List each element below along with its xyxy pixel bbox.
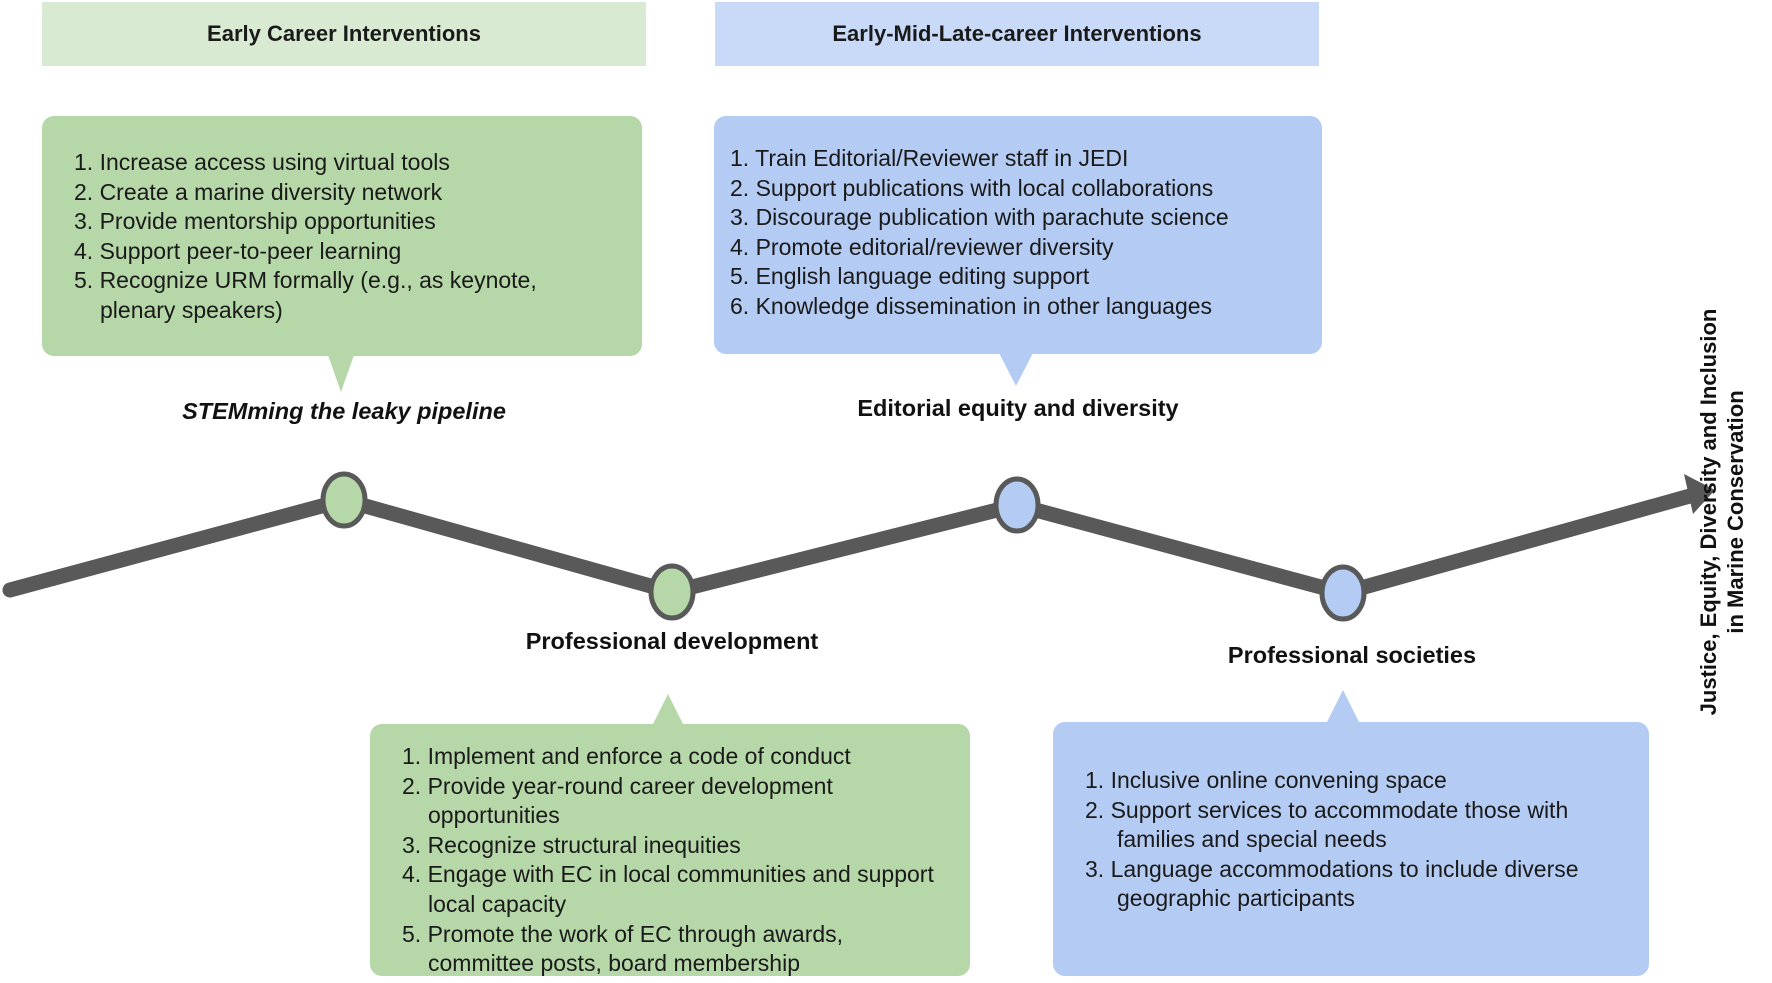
list-item: 5. English language editing support: [730, 263, 1090, 290]
outcome-title: Justice, Equity, Diversity and Inclusion…: [1695, 282, 1749, 742]
editorial-label: Editorial equity and diversity: [857, 395, 1179, 421]
professional-societies-box: 1. Inclusive online convening space 2. S…: [1053, 722, 1649, 976]
editorial-box-pointer: [999, 353, 1033, 386]
societies-box-pointer: [1327, 690, 1359, 722]
professional-development-box: 1. Implement and enforce a code of condu…: [370, 724, 970, 976]
list-item: 2. Support publications with local colla…: [730, 174, 1214, 201]
list-item: 1. Implement and enforce a code of condu…: [402, 743, 851, 769]
list-item: 1. Inclusive online convening space: [1085, 767, 1447, 793]
professional-development-label: Professional development: [525, 628, 819, 654]
list-item: 3. Recognize structural inequities: [402, 831, 741, 858]
list-item: 5. Recognize URM formally (e.g., as keyn…: [74, 267, 537, 323]
editorial-equity-box: 1. Train Editorial/Reviewer staff in JED…: [714, 116, 1322, 354]
prof-dev-box-pointer: [653, 694, 683, 724]
stem-box-pointer: [328, 355, 354, 392]
early-career-header: Early Career Interventions: [42, 2, 646, 66]
outcome-title-line-1: Justice, Equity, Diversity and Inclusion: [1696, 308, 1721, 716]
list-item: 5. Promote the work of EC through awards…: [402, 920, 844, 977]
node-editorial: [993, 476, 1041, 534]
node-stem: [320, 471, 368, 529]
list-item: 3. Discourage publication with parachute…: [730, 204, 1229, 231]
pathway-arrowhead: [1684, 474, 1715, 514]
list-item: 1. Increase access using virtual tools: [74, 149, 450, 175]
outcome-title-line-2: in Marine Conservation: [1723, 390, 1748, 634]
list-item: 4. Promote editorial/reviewer diversity: [730, 233, 1114, 260]
node-prof-dev: [648, 563, 696, 621]
list-item: 4. Support peer-to-peer learning: [74, 237, 402, 264]
list-item: 3. Provide mentorship opportunities: [74, 208, 436, 235]
list-item: 4. Engage with EC in local communities a…: [402, 861, 934, 917]
professional-societies-label: Professional societies: [1227, 642, 1477, 668]
list-item: 2. Support services to accommodate those…: [1085, 796, 1569, 853]
stem-pipeline-box: 1. Increase access using virtual tools 2…: [42, 116, 642, 356]
list-item: 2. Create a marine diversity network: [74, 178, 443, 205]
list-item: 2. Provide year-round career development…: [402, 772, 833, 829]
stem-label: STEMming the leaky pipeline: [182, 398, 506, 424]
list-item: 1. Train Editorial/Reviewer staff in JED…: [730, 145, 1129, 171]
career-pathway-line: [2, 486, 1705, 601]
node-societies: [1319, 564, 1367, 622]
list-item: 6. Knowledge dissemination in other lang…: [730, 292, 1213, 319]
early-mid-late-career-header: Early-Mid-Late-career Interventions: [715, 2, 1319, 66]
list-item: 3. Language accommodations to include di…: [1085, 855, 1579, 912]
